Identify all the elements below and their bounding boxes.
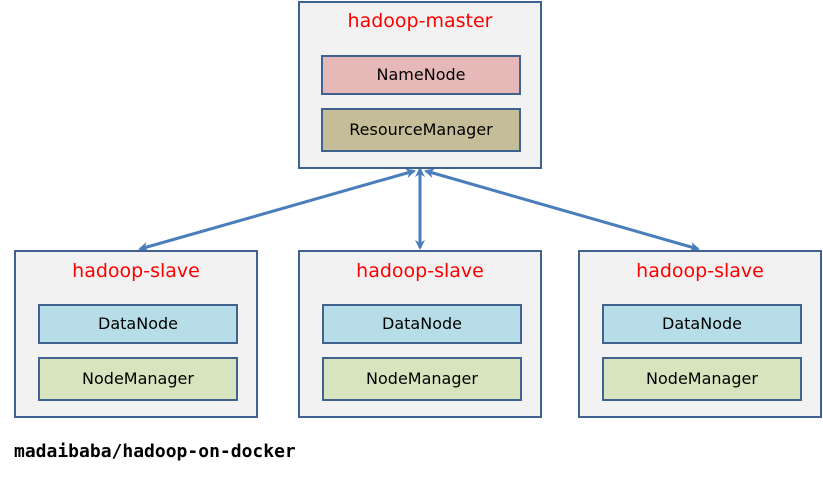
- arrow-master-slave-3: [424, 168, 700, 252]
- arrow-master-slave-1: [138, 168, 416, 252]
- slave-1-datanode-box: DataNode: [38, 304, 238, 344]
- slave-1-title: hadoop-slave: [72, 260, 200, 282]
- hadoop-slave-node-2: hadoop-slave DataNode NodeManager: [298, 250, 542, 418]
- slave-2-title: hadoop-slave: [356, 260, 484, 282]
- hadoop-master-node: hadoop-master NameNode ResourceManager: [298, 1, 542, 169]
- hadoop-slave-node-1: hadoop-slave DataNode NodeManager: [14, 250, 258, 418]
- slave-3-nodemanager-box: NodeManager: [602, 357, 802, 401]
- slave-3-datanode-box: DataNode: [602, 304, 802, 344]
- slave-1-nodemanager-box: NodeManager: [38, 357, 238, 401]
- hadoop-slave-node-3: hadoop-slave DataNode NodeManager: [578, 250, 822, 418]
- slave-2-datanode-box: DataNode: [322, 304, 522, 344]
- slave-2-nodemanager-box: NodeManager: [322, 357, 522, 401]
- resourcemanager-box: ResourceManager: [321, 108, 521, 152]
- slave-3-title: hadoop-slave: [636, 260, 764, 282]
- master-title: hadoop-master: [347, 10, 493, 32]
- repository-caption: madaibaba/hadoop-on-docker: [14, 441, 296, 462]
- namenode-box: NameNode: [321, 55, 521, 95]
